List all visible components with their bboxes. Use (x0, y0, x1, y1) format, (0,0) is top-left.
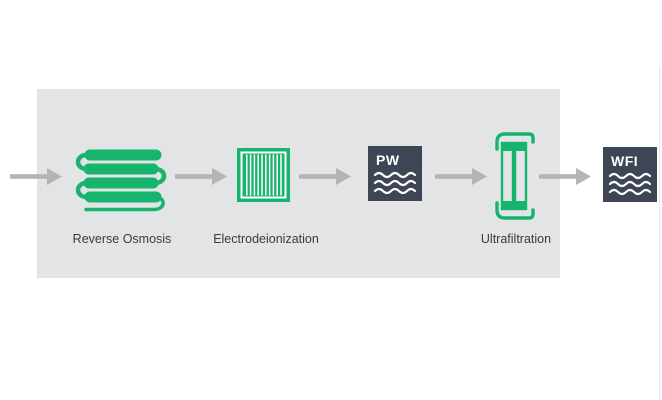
stage-label-electrodeionization: Electrodeionization (213, 232, 319, 246)
filter-cartridges-icon (495, 132, 535, 220)
wfi-badge: WFI (611, 153, 639, 169)
flow-arrow-outlet (539, 168, 591, 185)
flow-arrow (175, 168, 227, 185)
purified-water-box: PW (368, 146, 422, 201)
flow-arrow-inlet (10, 168, 62, 185)
membrane-roll-stack-icon (75, 149, 167, 212)
stage-label-reverse-osmosis: Reverse Osmosis (72, 232, 172, 246)
water-waves-icon (373, 171, 417, 195)
stage-label-ultrafiltration: Ultrafiltration (480, 232, 552, 246)
purified-water-badge: PW (376, 152, 400, 168)
flow-arrow (435, 168, 487, 185)
wfi-box: WFI (603, 147, 657, 202)
water-waves-icon (608, 172, 652, 196)
striped-module-icon (237, 148, 290, 202)
page-edge-divider (659, 66, 660, 400)
flow-arrow (299, 168, 351, 185)
